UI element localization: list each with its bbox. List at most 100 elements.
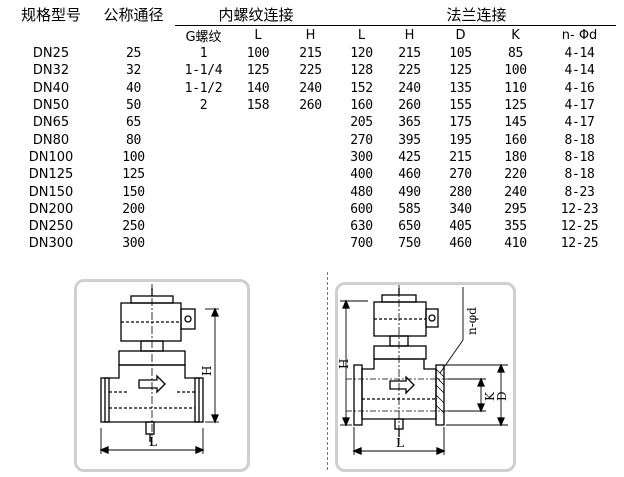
cell-g-thread [175, 235, 232, 252]
cell-flanged-d: 175 [449, 115, 472, 131]
cell-threaded-h: 260 [299, 98, 322, 114]
cell-threaded-l: 100 [246, 46, 270, 62]
cell-model: DN150 [28, 184, 74, 200]
cell-flanged-l: 700 [350, 236, 373, 252]
cell-flanged-bolt-holes: 12-23 [560, 201, 599, 217]
cell-flanged-k: 410 [504, 236, 527, 252]
cell-flanged-d: 460 [449, 236, 472, 252]
cell-flanged-k: 180 [504, 149, 527, 165]
cell-nominal-diameter: 65 [125, 115, 142, 131]
cell-flanged-h: 750 [398, 236, 421, 252]
cell-flanged-l: 480 [350, 184, 373, 200]
cell-threaded-h [284, 166, 337, 183]
cell-flanged-d: 270 [449, 167, 472, 183]
cell-flanged-l: 630 [350, 219, 373, 235]
subheader-flanged-d: D [455, 28, 466, 43]
cell-threaded-l: 125 [246, 63, 270, 79]
cell-g-thread [175, 201, 232, 218]
cell-threaded-h [284, 183, 337, 200]
header-model: 规格型号 [20, 6, 81, 25]
cell-flanged-k: 100 [504, 63, 527, 79]
cell-model: DN100 [28, 149, 74, 165]
cell-flanged-k: 110 [504, 80, 527, 96]
cell-threaded-l [232, 149, 284, 166]
cell-model: DN65 [32, 115, 70, 131]
subheader-g-thread: G螺纹 [185, 30, 222, 45]
cell-g-thread [175, 131, 232, 148]
subheader-flanged-k: K [511, 28, 520, 43]
cell-flanged-k: 220 [504, 167, 527, 183]
cell-model: DN40 [32, 80, 70, 96]
cell-flanged-l: 160 [350, 98, 373, 114]
cell-flanged-h: 650 [398, 219, 421, 235]
cell-flanged-h: 490 [398, 184, 421, 200]
cell-threaded-l [232, 201, 284, 218]
cell-flanged-l: 400 [350, 167, 373, 183]
cell-g-thread [175, 149, 232, 166]
drawing-divider [327, 272, 328, 470]
cell-flanged-d: 195 [449, 132, 472, 148]
cell-g-thread [175, 114, 232, 131]
cell-nominal-diameter: 100 [122, 149, 145, 165]
cell-flanged-l: 120 [350, 46, 373, 62]
cell-threaded-h [284, 114, 337, 131]
cell-threaded-h: 225 [299, 63, 322, 79]
cell-nominal-diameter: 25 [125, 46, 142, 62]
cell-model: DN25 [32, 46, 70, 62]
cell-g-thread: 1-1/2 [184, 80, 223, 96]
cell-threaded-h [284, 235, 337, 252]
cell-flanged-h: 260 [398, 98, 421, 114]
cell-flanged-d: 405 [449, 219, 472, 235]
cell-nominal-diameter: 125 [122, 167, 145, 183]
cell-flanged-k: 145 [504, 115, 527, 131]
cell-flanged-bolt-holes: 4-16 [564, 80, 595, 96]
cell-g-thread: 2 [199, 98, 208, 114]
cell-threaded-h [284, 218, 337, 235]
cell-flanged-h: 225 [398, 63, 421, 79]
cell-threaded-l [232, 114, 284, 131]
cell-threaded-l [232, 218, 284, 235]
threaded-h-label: H [200, 365, 214, 376]
cell-flanged-h: 365 [398, 115, 421, 131]
cell-flanged-bolt-holes: 4-17 [564, 98, 595, 114]
cell-flanged-d: 340 [449, 201, 472, 217]
cell-nominal-diameter: 300 [122, 236, 145, 252]
cell-g-thread: 1 [199, 46, 208, 62]
cell-flanged-k: 240 [504, 184, 527, 200]
cell-flanged-bolt-holes: 8-18 [564, 167, 595, 183]
cell-threaded-l [232, 131, 284, 148]
cell-flanged-bolt-holes: 8-18 [564, 132, 595, 148]
cell-threaded-h [284, 131, 337, 148]
cell-flanged-d: 105 [449, 46, 472, 62]
cell-model: DN80 [32, 132, 70, 148]
cell-model: DN125 [28, 167, 74, 183]
threaded-valve-figure [99, 284, 219, 454]
cell-threaded-l: 140 [246, 80, 270, 96]
cell-flanged-k: 295 [504, 201, 527, 217]
cell-nominal-diameter: 50 [125, 98, 142, 114]
cell-flanged-l: 128 [350, 63, 373, 79]
cell-flanged-k: 125 [504, 98, 527, 114]
threaded-l-label: L [149, 435, 157, 449]
cell-flanged-l: 300 [350, 149, 373, 165]
cell-threaded-h: 215 [299, 46, 322, 62]
cell-flanged-h: 395 [398, 132, 421, 148]
cell-nominal-diameter: 32 [125, 63, 142, 79]
cell-flanged-h: 585 [398, 201, 421, 217]
cell-flanged-bolt-holes: 8-18 [564, 149, 595, 165]
cell-model: DN250 [28, 219, 74, 235]
cell-nominal-diameter: 80 [125, 132, 142, 148]
cell-g-thread [175, 218, 232, 235]
cell-flanged-h: 240 [398, 80, 421, 96]
cell-flanged-d: 155 [449, 98, 472, 114]
flanged-l-label: L [396, 436, 404, 450]
